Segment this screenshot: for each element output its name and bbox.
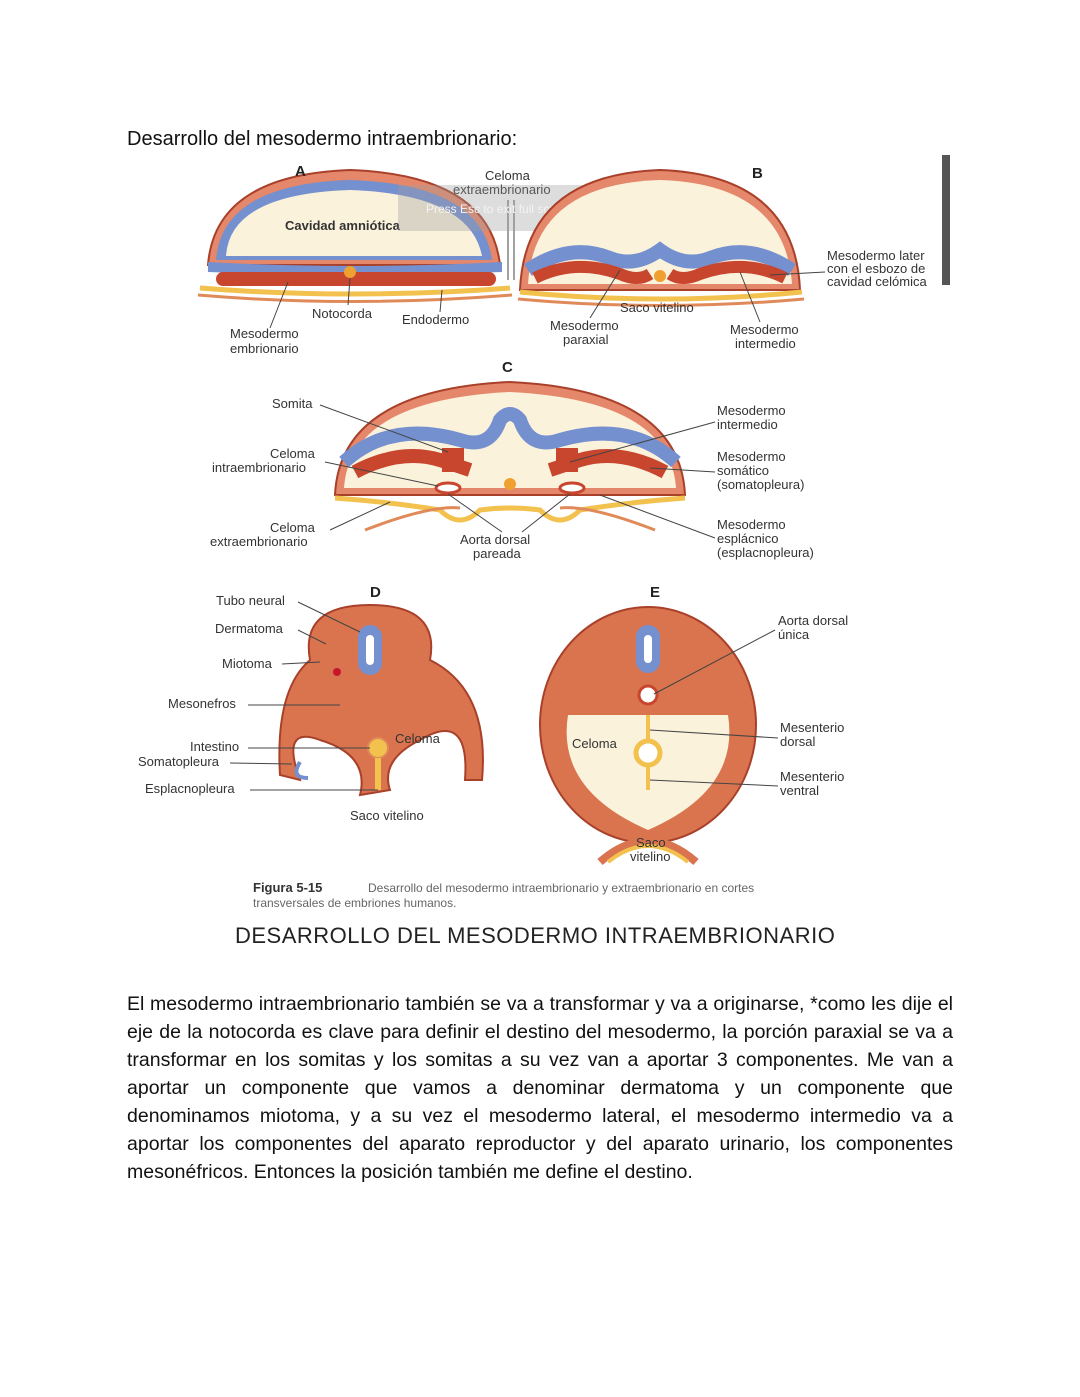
label-mesodermo-embrionario-2: embrionario: [230, 341, 299, 356]
panel-d-letter: D: [370, 584, 381, 601]
embryo-figure: A Cavidad amniótica Notocorda Endodermo …: [130, 150, 960, 950]
window-edge-bar: [942, 155, 950, 285]
label-mesodermo-lateral-1: Mesodermo later: [827, 248, 925, 263]
label-mesonefros: Mesonefros: [168, 696, 236, 711]
pointer-mesenterio-ventral: [649, 779, 779, 787]
label-miotoma: Miotoma: [222, 656, 273, 671]
label-mesodermo-intermedio-b-2: intermedio: [735, 336, 796, 351]
label-somatico-1: Mesodermo: [717, 449, 786, 464]
pointer-esplacnico: [599, 494, 716, 539]
label-saco-vitelino-d: Saco vitelino: [350, 808, 424, 823]
label-saco-vitelino-b: Saco vitelino: [620, 300, 694, 315]
label-mesodermo-lateral-3: cavidad celómica: [827, 274, 927, 289]
panel-a-illustration: [197, 168, 513, 303]
caption-line-1: Desarrollo del mesodermo intraembrionari…: [368, 881, 754, 895]
caption-line-2: transversales de embriones humanos.: [253, 896, 456, 910]
panel-c-letter: C: [502, 359, 513, 376]
pointer-tubo-neural: [297, 601, 361, 633]
label-esplacnico-1: Mesodermo: [717, 517, 786, 532]
label-celoma-extra-c-2: extraembrionario: [210, 534, 308, 549]
pointer-somatico: [649, 467, 716, 473]
pointer-intermedio-c: [569, 421, 716, 463]
label-cavidad-amniotica: Cavidad amniótica: [285, 218, 401, 233]
label-somatopleura: Somatopleura: [138, 754, 220, 769]
label-celoma-d: Celoma: [395, 731, 441, 746]
label-mesenterio-dorsal-2: dorsal: [780, 734, 816, 749]
label-mesodermo-embrionario-1: Mesodermo: [230, 326, 299, 341]
label-saco-vitelino-e-2: vitelino: [630, 849, 670, 864]
label-somatico-2: somático: [717, 463, 769, 478]
label-mesodermo-intermedio-c-2: intermedio: [717, 417, 778, 432]
pointer-aorta-left: [447, 493, 503, 533]
panel-e-illustration: [539, 606, 757, 866]
label-esplacnico-3: (esplacnopleura): [717, 545, 814, 560]
label-esplacnopleura: Esplacnopleura: [145, 781, 235, 796]
panel-b-illustration: [517, 168, 805, 307]
pointer-miotoma: [281, 661, 321, 665]
pointer-mesodermo-lateral: [769, 271, 826, 276]
label-mesodermo-paraxial-2: paraxial: [563, 332, 609, 347]
pointer-somita: [319, 404, 449, 453]
figure-5-15-illustration: A Cavidad amniótica Notocorda Endodermo …: [138, 155, 950, 948]
pointer-somatopleura: [229, 762, 293, 765]
fullscreen-hint-text: Press Esc to exit full screen: [426, 202, 573, 216]
label-celoma-extra-top-1: Celoma: [485, 168, 531, 183]
label-esplacnico-2: esplácnico: [717, 531, 778, 546]
label-mesenterio-ventral-1: Mesenterio: [780, 769, 844, 784]
label-celoma-intra-1: Celoma: [270, 446, 316, 461]
label-mesodermo-intermedio-c-1: Mesodermo: [717, 403, 786, 418]
label-celoma-intra-2: intraembrionario: [212, 460, 306, 475]
label-celoma-extra-top-2: extraembrionario: [453, 182, 551, 197]
label-dermatoma: Dermatoma: [215, 621, 284, 636]
pointer-aorta-unica: [653, 629, 776, 695]
label-somita: Somita: [272, 396, 313, 411]
pointer-celoma-extra-c: [329, 501, 391, 531]
panel-d-illustration: [278, 603, 484, 797]
pointer-mesenterio-dorsal: [649, 729, 779, 739]
caption-figure-label: Figura 5-15: [253, 880, 322, 895]
label-endodermo: Endodermo: [402, 312, 469, 327]
label-notocorda: Notocorda: [312, 306, 373, 321]
pointer-intermedio-b: [739, 271, 761, 323]
pointer-endodermo: [439, 289, 443, 313]
label-mesodermo-intermedio-b-1: Mesodermo: [730, 322, 799, 337]
label-intestino: Intestino: [190, 739, 239, 754]
label-mesodermo-paraxial-1: Mesodermo: [550, 318, 619, 333]
label-aorta-unica-1: Aorta dorsal: [778, 613, 848, 628]
pointer-notocorda: [347, 277, 351, 306]
pointer-aorta-right: [521, 493, 571, 533]
label-celoma-e: Celoma: [572, 736, 618, 751]
panel-c-illustration: [333, 380, 687, 532]
panel-e-letter: E: [650, 584, 660, 601]
panel-a-letter: A: [295, 163, 306, 180]
label-tubo-neural: Tubo neural: [216, 593, 285, 608]
figure-title: DESARROLLO DEL MESODERMO INTRAEMBRIONARI…: [235, 923, 835, 948]
pointer-paraxial: [589, 269, 621, 319]
label-mesenterio-dorsal-1: Mesenterio: [780, 720, 844, 735]
pointer-mesodermo-embrionario: [269, 281, 289, 329]
label-celoma-extra-c-1: Celoma: [270, 520, 316, 535]
page-heading: Desarrollo del mesodermo intraembrionari…: [127, 128, 518, 150]
label-mesenterio-ventral-2: ventral: [780, 783, 819, 798]
label-somatico-3: (somatopleura): [717, 477, 804, 492]
panel-b-letter: B: [752, 165, 763, 182]
pointer-celoma-intra: [324, 461, 439, 487]
pointer-dermatoma: [297, 629, 327, 645]
body-paragraph: El mesodermo intraembrionario también se…: [127, 993, 953, 1183]
label-aorta-pareada-2: pareada: [473, 546, 521, 561]
label-saco-vitelino-e-1: Saco: [636, 835, 666, 850]
label-aorta-unica-2: única: [778, 627, 810, 642]
label-mesodermo-lateral-2: con el esbozo de: [827, 261, 925, 276]
label-aorta-pareada-1: Aorta dorsal: [460, 532, 530, 547]
